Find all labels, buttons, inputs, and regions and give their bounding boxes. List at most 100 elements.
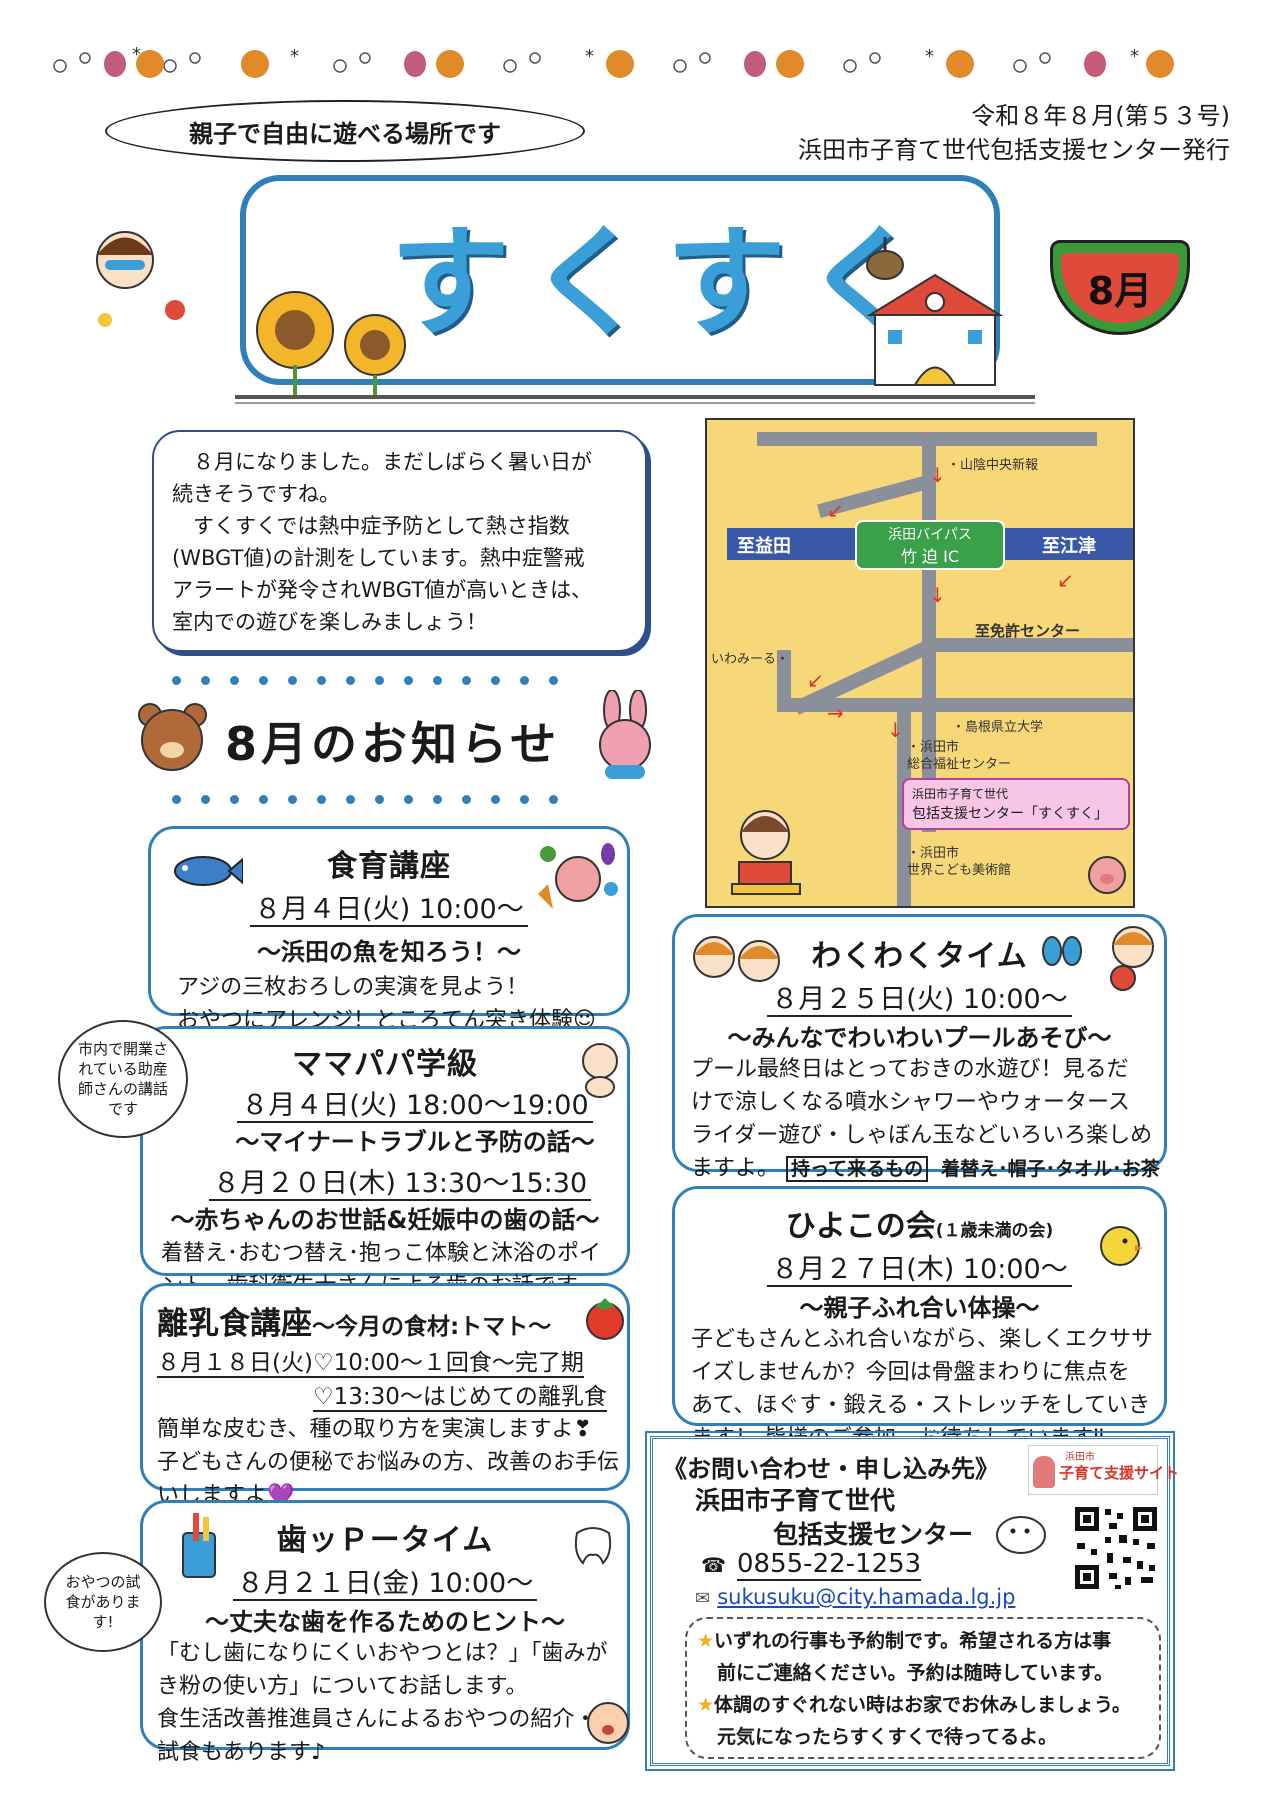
vegetables-icon [538, 843, 618, 909]
map-label-welfare-2: 総合福祉センター [907, 757, 1012, 772]
top-decoration: ***** [40, 44, 1240, 84]
wakuwaku-subtitle: ～みんなでわいわいプールあそび～ [727, 1024, 1112, 1052]
event-shokuiku: 食育講座 ８月４日(火) 10:00～ ～浜田の魚を知ろう！～ アジの三枚おろし… [148, 826, 630, 1033]
mail-icon: ✉ [695, 1588, 711, 1609]
kids-pool-illustration [689, 927, 789, 1001]
wakuwaku-date: ８月２５日(火) 10:00～ [675, 977, 1164, 1017]
hap-subtitle: ～丈夫な歯を作るためのヒント～ [205, 1608, 565, 1636]
shokuiku-title: 食育講座 [327, 849, 451, 884]
girl-illustration [727, 800, 807, 904]
contact-org-1: 浜田市子育て世代 [695, 1486, 896, 1515]
baby-icon [582, 1043, 618, 1098]
child-face-illustration [583, 1698, 633, 1752]
wakuwaku-title: わくわくタイム [811, 939, 1028, 974]
intro-line-4: (WBGT値)の計測をしています。熱中症警戒 [172, 546, 585, 570]
swimming-child-icon [96, 231, 185, 327]
tooth-icon [574, 1527, 612, 1565]
hiyoko-title: ひよこの会 [785, 1209, 936, 1244]
map-center-line2: 包括支援センター「すくすく」 [912, 806, 1108, 822]
note-row-3: ★体調のすぐれない時はお家でお休みしましょう。 [697, 1689, 1149, 1721]
map-label-masuda: 至益田 [737, 536, 791, 557]
note-4: 元気になったらすくすくで待ってるよ。 [717, 1726, 1058, 1748]
family-icon [1033, 1456, 1055, 1488]
map-arrow-1: ↓ [929, 463, 946, 487]
note-row-1: ★いずれの行事も予約制です。希望される方は事 [697, 1625, 1149, 1657]
map-road-menkyo [922, 638, 1133, 652]
mamapapa-subtitle-2: ～赤ちゃんのお世話&妊娠中の歯の話～ [170, 1206, 600, 1234]
site-badge-label: 子育て支援サイト [1059, 1464, 1180, 1482]
publisher: 浜田市子育て世代包括支援センター発行 [798, 136, 1230, 164]
tomato-icon [586, 1298, 624, 1340]
tooth-illustration [571, 1523, 616, 1572]
hiyoko-line-2: イズしませんか？今回は骨盤まわりに焦点を [691, 1360, 1130, 1385]
hap-line-3: 食生活改善推進員さんによるおやつの紹介・ [157, 1707, 597, 1732]
event-hiyoko: ひよこの会(１歳未満の会) ８月２７日(木) 10:00～ ～親子ふれ合い体操～… [672, 1186, 1167, 1451]
child-swimmer-illustration [80, 215, 190, 339]
hiyoko-line-3: あて、ほぐす・鍛える・ストレッチをしていき [691, 1393, 1151, 1418]
beetle-illustration [860, 235, 910, 289]
wakuwaku-line-1: プール最終日はとっておきの水遊び！見るだ [691, 1057, 1129, 1082]
child-face-icon [587, 1702, 629, 1744]
intro-line-6: 室内での遊びを楽しみましょう！ [172, 610, 487, 634]
access-map: ・山陰中央新報 至益田 至江津 浜田バイパス 竹 迫 IC 至免許センター いわ… [705, 418, 1135, 908]
girl-reading-icon [731, 810, 801, 895]
phone-row: ☎ 0855-22-1253 [701, 1549, 922, 1581]
map-label-welfare-1: ・浜田市 [907, 740, 960, 755]
hiyoko-line-1: 子どもさんとふれ合いながら、楽しくエクササ [691, 1327, 1154, 1352]
phone-icon: ☎ [701, 1553, 726, 1577]
bear-icon [138, 703, 207, 771]
hap-line-1: 「むし歯になりにくいおやつとは？」「歯みが [157, 1641, 608, 1666]
boy-ball-icon [1110, 926, 1154, 991]
toothbrush-cup-illustration [173, 1511, 223, 1585]
email-link[interactable]: sukusuku@city.hamada.lg.jp [717, 1585, 1016, 1609]
rinyu-date-2: ♡13:30～はじめての離乳食 [313, 1384, 607, 1412]
map-label-gotsu: 至江津 [1042, 536, 1096, 557]
mamapapa-line-1: 着替え･おむつ替え･抱っこ体験と沐浴のポイ [161, 1241, 602, 1266]
hap-line-2: き粉の使い方」についてお話します。 [157, 1674, 528, 1699]
hiyoko-title-suffix: (１歳未満の会) [935, 1221, 1054, 1241]
fish-illustration [171, 851, 244, 895]
notes-box: ★いずれの行事も予約制です。希望される方は事 前にご連絡ください。予約は随時して… [685, 1617, 1161, 1759]
qr-code[interactable] [1071, 1503, 1161, 1593]
dotted-divider-top [172, 676, 558, 685]
map-label-museum-2: 世界こども美術館 [907, 863, 1012, 878]
site-badge-small: 浜田市 [1065, 1452, 1095, 1463]
chick-illustration [1095, 1219, 1145, 1273]
sunflower-illustration [250, 285, 430, 399]
snack-note-bubble: おやつの試食があります! [44, 1552, 162, 1652]
grass-line-2 [235, 402, 1035, 404]
intro-line-3: すくすくでは熱中症予防として熱さ指数 [172, 514, 570, 538]
rabbit-illustration [590, 689, 660, 789]
map-arrow-4: ↙ [1057, 568, 1074, 592]
snack-note: おやつの試食があります! [65, 1573, 141, 1631]
hiyoko-subtitle: ～親子ふれ合い体操～ [799, 1294, 1040, 1322]
dotted-divider-bottom [172, 795, 558, 804]
event-rinyu: 離乳食講座～今月の食材:トマト～ ８月１８日(火)♡10:00～１回食～完了期 … [140, 1283, 630, 1508]
hap-date: ８月２１日(金) 10:00～ [143, 1561, 627, 1601]
rinyu-line-1: 簡単な皮むき、種の取り方を実演しますよ❣ [157, 1417, 592, 1442]
star-icon-2: ★ [697, 1694, 715, 1716]
rinyu-title-row: 離乳食講座～今月の食材:トマト～ [157, 1298, 627, 1343]
seed-border-icon: ***** [53, 44, 1174, 78]
month-label: 8月 [1087, 269, 1153, 313]
map-ic-badge: 浜田バイパス 竹 迫 IC [855, 520, 1005, 570]
event-mamapapa: ママパパ学級 ８月４日(火) 18:00～19:00 ～マイナートラブルと予防の… [140, 1026, 630, 1299]
event-wakuwaku: わくわくタイム ８月２５日(火) 10:00～ ～みんなでわいわいプールあそび～… [672, 914, 1167, 1182]
newsletter-title: すくすく [390, 214, 942, 353]
map-road-lower [777, 698, 1133, 712]
wakuwaku-line-2: けで涼しくなる噴水シャワーやウォータース [691, 1090, 1130, 1115]
note-3: 体調のすぐれない時はお家でお休みしましょう。 [714, 1694, 1131, 1716]
boy-ball-illustration [1105, 923, 1160, 997]
sunflower-icon [256, 291, 406, 395]
map-arrow-5: ↙ [807, 668, 824, 692]
pig-icon [1088, 856, 1126, 894]
mamapapa-date-1: ８月４日(火) 18:00～19:00 [203, 1083, 627, 1123]
note-2: 前にご連絡ください。予約は随時しています。 [717, 1662, 1114, 1684]
phone-number[interactable]: 0855-22-1253 [737, 1549, 922, 1581]
qr-code-icon [1071, 1503, 1161, 1593]
contact-org-2: 包括支援センター [773, 1520, 974, 1549]
shokuiku-line-1: アジの三枚おろしの実演を見よう！ [177, 975, 529, 1000]
svg-text:*: * [585, 46, 594, 67]
svg-text:*: * [1130, 46, 1139, 67]
hap-title: 歯ッＰータイム [276, 1523, 494, 1558]
